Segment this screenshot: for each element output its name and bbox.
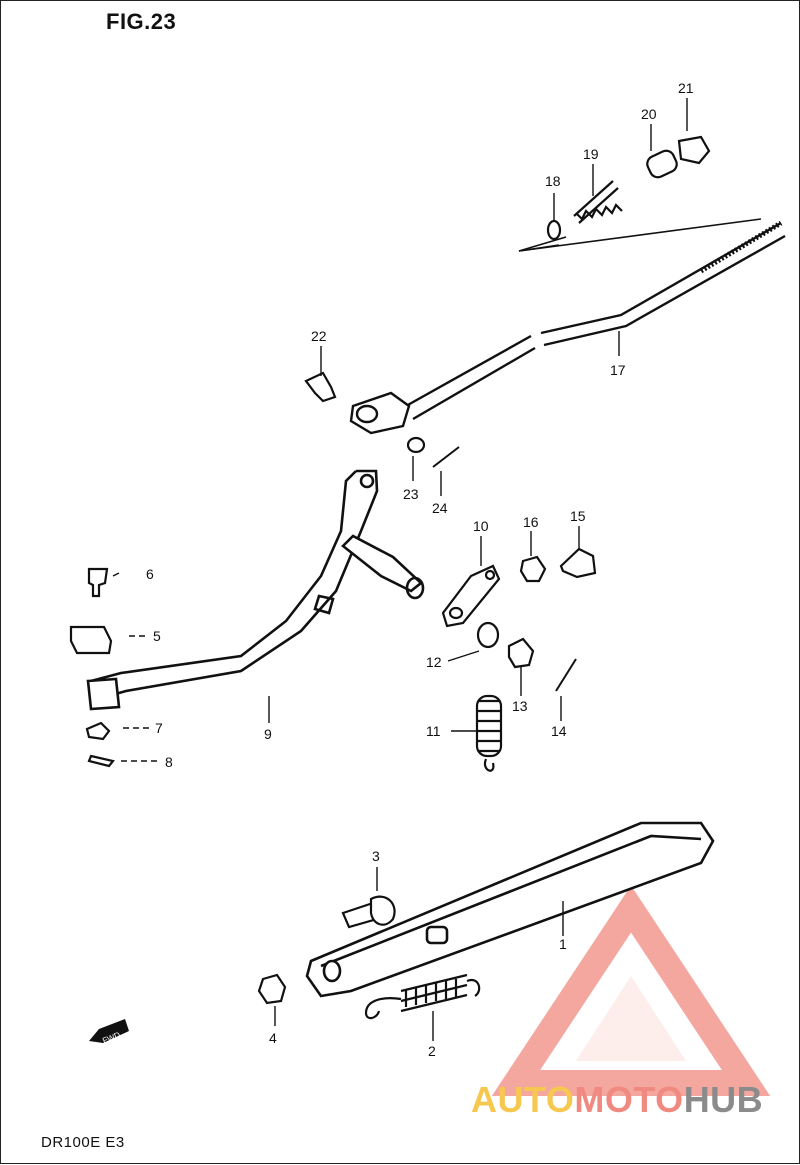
callout-19: 19: [583, 146, 599, 162]
callout-4: 4: [269, 1030, 277, 1046]
pedal-small-parts: [69, 567, 115, 768]
rod-pin-parts: [304, 371, 460, 468]
callout-17: 17: [610, 362, 626, 378]
watermark-part2: MOTO: [574, 1079, 684, 1120]
stand-parts: [257, 895, 481, 1020]
callout-13: 13: [512, 698, 528, 714]
callout-8: 8: [165, 754, 173, 770]
callout-15: 15: [570, 508, 586, 524]
callout-23: 23: [403, 486, 419, 502]
watermark-part1: AUTO: [471, 1079, 575, 1120]
callout-10: 10: [473, 518, 489, 534]
automotohub-watermark: AUTOMOTOHUB: [471, 1079, 763, 1121]
brake-pedal: [86, 469, 425, 711]
automotohub-logo: [491, 885, 771, 1096]
figure-title: FIG.23: [106, 9, 177, 34]
callout-9: 9: [264, 726, 272, 742]
callout-21: 21: [678, 80, 694, 96]
side-stand: [305, 821, 715, 998]
callout-14: 14: [551, 723, 567, 739]
callout-18: 18: [545, 173, 561, 189]
watermark-part3: HUB: [683, 1079, 764, 1120]
callout-11: 11: [426, 723, 441, 739]
callout-16: 16: [523, 514, 539, 530]
callout-6: 6: [146, 566, 154, 582]
callout-1: 1: [559, 936, 567, 952]
callout-5: 5: [153, 628, 161, 644]
callout-12: 12: [426, 654, 442, 670]
callout-20: 20: [641, 106, 657, 122]
fwd-arrow: [89, 1019, 129, 1043]
rod-alignment-lines: [518, 218, 762, 252]
callout-3: 3: [372, 848, 380, 864]
adjuster-parts: [546, 135, 711, 241]
lever-parts: [441, 547, 597, 772]
callout-7: 7: [155, 720, 163, 736]
brake-rod: [349, 220, 786, 435]
callout-22: 22: [311, 328, 327, 344]
callout-2: 2: [428, 1043, 436, 1059]
leader-lines: [112, 98, 688, 1041]
model-code: DR100E E3: [41, 1134, 125, 1151]
callout-24: 24: [432, 500, 448, 516]
